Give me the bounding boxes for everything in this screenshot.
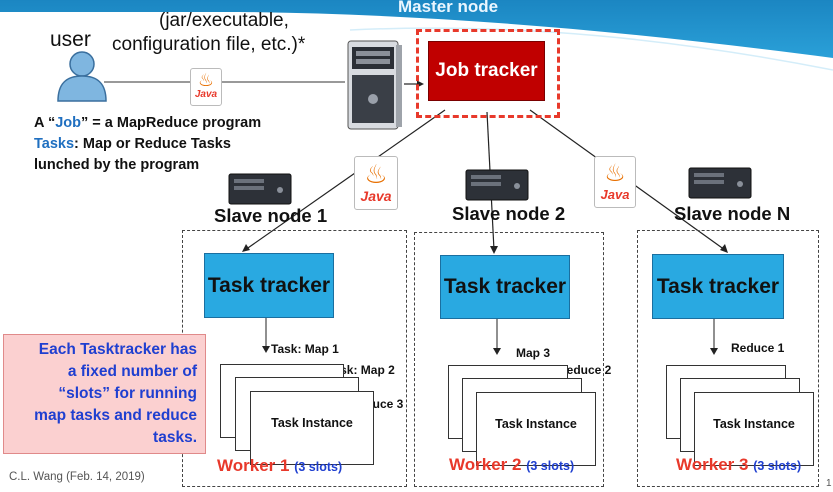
worker-2-slots: (3 slots) [526, 459, 575, 473]
java-icon: ♨ Java [190, 68, 222, 106]
tasks-definition-line: Tasks: Map or Reduce Tasks [34, 136, 231, 152]
task-instance-card: Task Instance [694, 392, 814, 466]
slave-node-1-computer-icon [228, 173, 292, 205]
task-instance-card: Task Instance [250, 391, 374, 465]
task-tracker-label: Task tracker [443, 275, 567, 298]
worker-2-task-2: Reduce 2 [558, 363, 612, 377]
worker-3-task-1: Reduce 1 [731, 341, 785, 355]
job-tracker-label: Job tracker [435, 60, 538, 81]
worker-2-task-tracker: Task tracker [440, 255, 570, 319]
user-label: user [50, 28, 91, 51]
worker-1-slots: (3 slots) [294, 460, 343, 474]
worker-3-label: Worker 3 (3 slots) [676, 455, 801, 475]
worker-1-name: Worker 1 [217, 456, 290, 475]
worker-1-task-1: Task: Map 1 [271, 342, 339, 356]
task-tracker-label: Task tracker [207, 273, 331, 297]
worker-2-label: Worker 2 (3 slots) [449, 455, 574, 475]
worker-1-label: Worker 1 (3 slots) [217, 456, 342, 476]
task-instance-label: Task Instance [495, 417, 577, 431]
task-instance-card: Task Instance [476, 392, 596, 466]
page-number: 1 [826, 478, 832, 489]
worker-2-name: Worker 2 [449, 455, 522, 474]
java-icon: ♨ Java [594, 156, 636, 208]
header-banner [0, 0, 833, 58]
job-definition-line: A “Job” = a MapReduce program [34, 115, 261, 131]
job-definition-term: Job [55, 115, 81, 131]
tasks-definition-term: Tasks [34, 136, 75, 152]
jar-note-line2: configuration file, etc.)* [112, 34, 306, 55]
slots-note-line: a fixed number of [67, 363, 197, 380]
worker-3-container [637, 230, 819, 487]
slave-node-2-label: Slave node 2 [452, 203, 566, 224]
job-definition-prefix: A “ [34, 115, 56, 131]
slots-note-box: Each Tasktracker has a fixed number of “… [3, 334, 206, 454]
task-instance-label: Task Instance [713, 417, 795, 431]
job-tracker-box: Job tracker [428, 41, 545, 101]
slave-node-n-computer-icon [688, 167, 752, 199]
job-tracker-highlight [416, 29, 560, 118]
slots-note-line: map tasks and reduce [34, 407, 197, 424]
jar-note-line1: (jar/executable, [159, 10, 289, 31]
user-icon [57, 51, 107, 102]
master-node-label: Master node [398, 0, 499, 16]
worker-2-container [414, 232, 604, 487]
jobtracker-to-slave1-arrow [244, 109, 446, 251]
task-instance-label: Task Instance [271, 416, 353, 430]
tasks-definition-line2: lunched by the program [34, 157, 200, 173]
worker-1-task-tracker: Task tracker [204, 253, 334, 318]
slave-node-2-computer-icon [465, 169, 529, 201]
slave-node-1-label: Slave node 1 [214, 205, 328, 226]
slots-note-line: tasks. [153, 429, 197, 446]
slots-note-line: “slots” for running [58, 385, 197, 402]
java-icon: ♨ Java [354, 156, 398, 210]
tasks-definition-rest: : Map or Reduce Tasks [74, 136, 231, 152]
slave-node-n-label: Slave node N [674, 203, 791, 224]
header-wave [349, 27, 833, 71]
worker-2-task-1: Map 3 [516, 346, 551, 360]
slots-note-text: Each Tasktracker has a fixed number of “… [34, 339, 197, 449]
task-tracker-label: Task tracker [656, 274, 780, 298]
worker-3-task-tracker: Task tracker [652, 254, 784, 319]
slots-note-line: Each Tasktracker has [38, 341, 197, 358]
worker-3-slots: (3 slots) [753, 459, 802, 473]
master-server-icon [347, 40, 402, 130]
job-definition-suffix: ” = a MapReduce program [81, 115, 262, 131]
worker-3-name: Worker 3 [676, 455, 749, 474]
footer-credit: C.L. Wang (Feb. 14, 2019) [9, 471, 145, 483]
